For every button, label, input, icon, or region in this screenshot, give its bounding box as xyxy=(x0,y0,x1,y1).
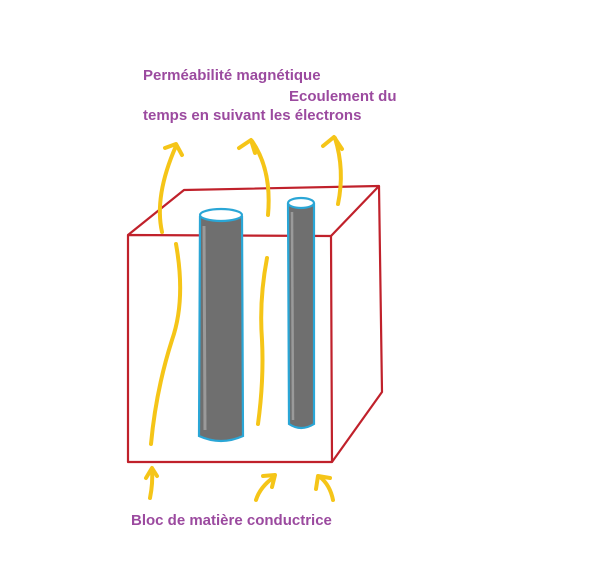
conductor-tube-right xyxy=(286,196,316,430)
label-temps: temps en suivant les électrons xyxy=(143,107,362,124)
upward-curved-arrow xyxy=(254,475,276,502)
label-ecoulement: Ecoulement du xyxy=(289,88,397,105)
upward-curved-arrow xyxy=(318,475,335,502)
block-right-face xyxy=(331,185,384,463)
block-top-face xyxy=(127,184,381,237)
upward-curved-arrow xyxy=(148,468,155,500)
electron-flow-arrows xyxy=(144,135,344,502)
electron-path-middle xyxy=(256,256,269,426)
electron-path-left xyxy=(149,242,183,446)
upward-curved-arrow xyxy=(250,139,271,217)
label-bloc: Bloc de matière conductrice xyxy=(131,512,332,529)
conductor-tube-left xyxy=(197,207,245,443)
conductive-block xyxy=(126,184,384,464)
upward-curved-arrow xyxy=(157,144,178,234)
label-permeabilite: Perméabilité magnétique xyxy=(143,67,321,84)
